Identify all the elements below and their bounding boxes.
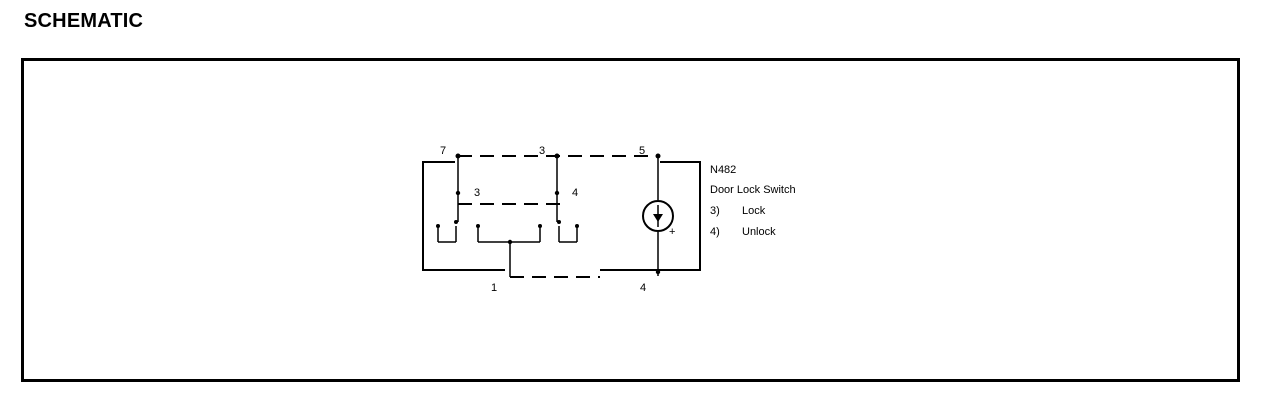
motor-symbol [642,200,674,232]
page-title: SCHEMATIC [24,10,144,32]
legend-unlock-text: Unlock [742,226,776,238]
switch-wiring [437,156,659,277]
switch-housing [422,161,701,271]
motor-polarity-label: + [669,226,675,238]
legend-lock-number: 3) [710,205,720,217]
pin-1-label: 1 [491,282,497,294]
lock-contact-label: 3 [474,187,480,199]
pin-5-label: 5 [639,145,645,157]
schematic-frame [21,58,1240,382]
unlock-contact-label: 4 [572,187,578,199]
component-name: Door Lock Switch [710,184,796,196]
legend-lock-text: Lock [742,205,766,217]
pin-7-label: 7 [440,145,446,157]
pin-3-label: 3 [539,145,545,157]
legend-unlock-number: 4) [710,226,720,238]
component-id: N482 [710,164,736,176]
pin-4-label: 4 [640,282,646,294]
contact-points [436,153,661,275]
